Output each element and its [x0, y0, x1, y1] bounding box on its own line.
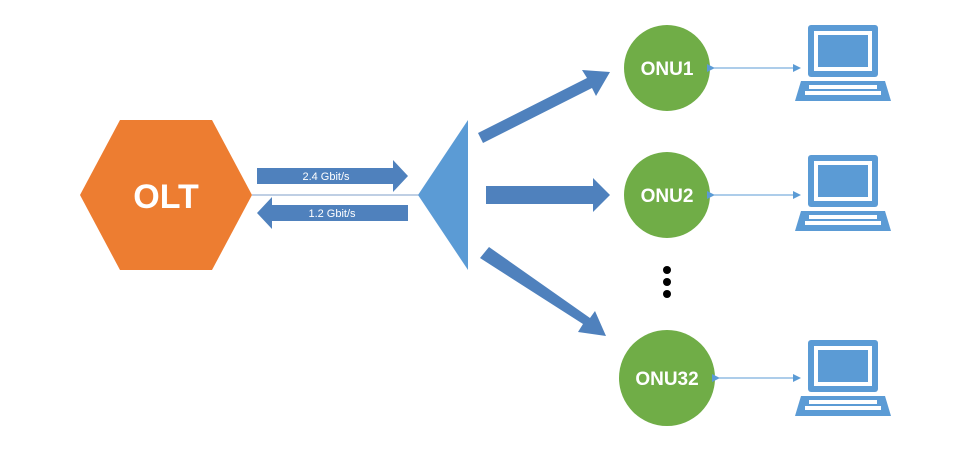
- onu-node: ONU32: [619, 330, 715, 426]
- downstream-rate-label: 2.4 Gbit/s: [302, 171, 350, 183]
- fanout-arrow-onu2: [486, 178, 610, 212]
- onu-circle: [624, 152, 710, 238]
- upstream-arrow: 1.2 Gbit/s: [257, 197, 408, 229]
- ellipsis-dots: [663, 266, 671, 298]
- splitter-triangle: [418, 120, 468, 270]
- onu-node: ONU2: [624, 152, 710, 238]
- onu-label: ONU2: [641, 186, 694, 207]
- downstream-arrow: 2.4 Gbit/s: [257, 160, 408, 192]
- ellipsis-dot: [663, 266, 671, 274]
- upstream-arrow-shape: [257, 197, 408, 229]
- olt-label: OLT: [133, 178, 199, 216]
- olt-hexagon: [80, 120, 252, 270]
- laptop-icon: [795, 340, 891, 416]
- onu-circle: [619, 330, 715, 426]
- ellipsis-dot: [663, 278, 671, 286]
- onu-label: ONU32: [635, 369, 698, 390]
- fanout-arrow-onu1: [478, 70, 610, 143]
- onu-label: ONU1: [641, 59, 694, 80]
- onu-circle: [624, 25, 710, 111]
- ellipsis-dot: [663, 290, 671, 298]
- fanout-arrow-onu32: [480, 247, 606, 336]
- upstream-rate-label: 1.2 Gbit/s: [308, 208, 356, 220]
- laptop-icon: [795, 155, 891, 231]
- olt-node: OLT: [80, 120, 252, 270]
- laptop-icon: [795, 25, 891, 101]
- onu-node: ONU1: [624, 25, 710, 111]
- downstream-arrow-shape: [257, 160, 408, 192]
